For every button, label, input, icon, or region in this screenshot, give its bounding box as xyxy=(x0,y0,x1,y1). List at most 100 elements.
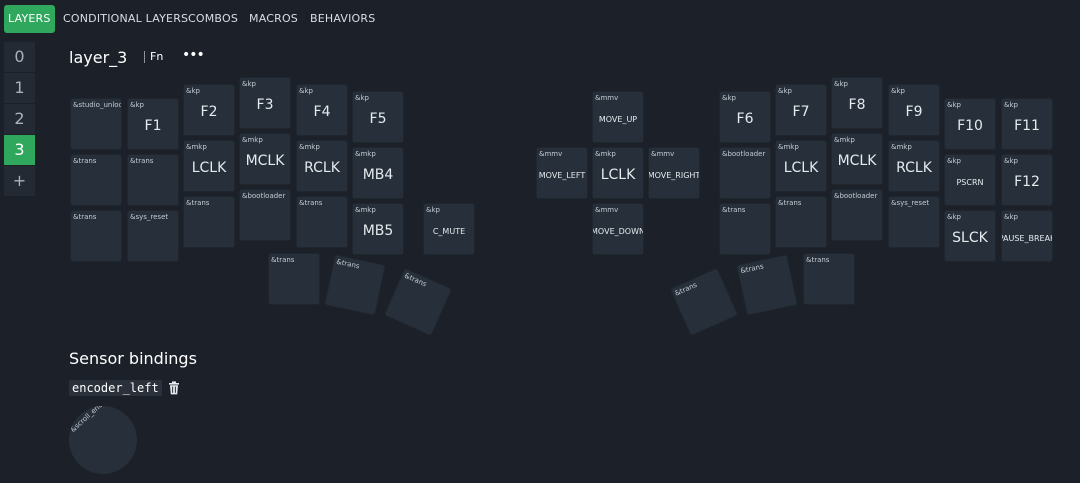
tab-macros[interactable]: MACROS xyxy=(249,12,298,25)
key-label xyxy=(325,255,384,314)
key[interactable]: &trans xyxy=(127,154,179,206)
trash-icon[interactable] xyxy=(168,381,180,395)
encoder-knob[interactable]: &scroll_encoder xyxy=(69,406,137,474)
key-label: MCLK xyxy=(837,153,877,169)
key-behavior: &trans xyxy=(722,206,746,214)
key-behavior: &bootloader xyxy=(834,192,878,200)
key-behavior: &mkp xyxy=(186,143,207,151)
sensor-bindings-title: Sensor bindings xyxy=(69,349,197,368)
key-label xyxy=(832,190,882,240)
key-behavior: &kp xyxy=(186,87,200,95)
layer-title[interactable]: layer_3 xyxy=(69,48,128,67)
encoder-binding: &scroll_encoder xyxy=(69,406,116,434)
key-label xyxy=(128,155,178,205)
key-label: F10 xyxy=(957,118,983,134)
add-layer-button[interactable]: + xyxy=(4,166,35,197)
key-behavior: &bootloader xyxy=(722,150,766,158)
tab-behaviors[interactable]: BEHAVIORS xyxy=(310,12,376,25)
key[interactable]: &trans xyxy=(70,154,122,206)
key[interactable]: &trans xyxy=(803,253,855,305)
key-behavior: &kp xyxy=(834,80,848,88)
key-behavior: &kp xyxy=(947,157,961,165)
key-behavior: &mkp xyxy=(778,143,799,151)
key[interactable]: &trans xyxy=(736,254,798,316)
key[interactable]: &trans xyxy=(324,254,386,316)
key-behavior: &mkp xyxy=(891,143,912,151)
key-label xyxy=(720,204,770,254)
key[interactable]: &trans xyxy=(183,196,235,248)
key-label xyxy=(297,197,347,247)
layer-menu-button[interactable]: ••• xyxy=(182,47,205,63)
key-behavior: &trans xyxy=(73,157,97,165)
layer-button-2[interactable]: 2 xyxy=(4,104,35,135)
key[interactable]: &sys_reset xyxy=(127,210,179,262)
key[interactable]: &trans xyxy=(268,253,320,305)
key-behavior: &mkp xyxy=(834,136,855,144)
key-behavior: &kp xyxy=(947,213,961,221)
tab-combos[interactable]: COMBOS xyxy=(188,12,239,25)
key-label xyxy=(776,197,826,247)
key[interactable]: &bootloader xyxy=(831,189,883,241)
key-label xyxy=(385,269,451,335)
tab-conditional-layers[interactable]: CONDITIONAL LAYERS xyxy=(63,12,189,25)
key-behavior: &mmv xyxy=(651,150,675,158)
key-behavior: &mkp xyxy=(595,150,616,158)
key-label: MOVE_LEFT xyxy=(538,170,586,180)
key-label xyxy=(128,211,178,261)
key[interactable]: &studio_unlock xyxy=(70,98,122,150)
key[interactable]: &bootloader xyxy=(719,147,771,199)
key[interactable]: &trans xyxy=(296,196,348,248)
layer-button-0[interactable]: 0 xyxy=(4,42,35,73)
key-behavior: &trans xyxy=(130,157,154,165)
layer-button-3[interactable]: 3 xyxy=(4,135,35,166)
key-behavior: &kp xyxy=(426,206,440,214)
tab-layers[interactable]: LAYERS xyxy=(4,5,55,33)
key[interactable]: &trans xyxy=(719,203,771,255)
key-label: MB4 xyxy=(362,167,394,183)
key-behavior: &trans xyxy=(299,199,323,207)
key[interactable]: &trans xyxy=(669,267,739,337)
layer-button-1[interactable]: 1 xyxy=(4,73,35,104)
key-label: LCLK xyxy=(783,160,819,176)
key-behavior: &kp xyxy=(722,94,736,102)
key[interactable]: &trans xyxy=(70,210,122,262)
key-label: F1 xyxy=(144,118,162,134)
key[interactable]: &sys_reset xyxy=(888,196,940,248)
key-behavior: &kp xyxy=(891,87,905,95)
key-label xyxy=(240,190,290,240)
key-label: MOVE_DOWN xyxy=(592,226,644,236)
key[interactable]: &trans xyxy=(383,267,453,337)
key-label: MB5 xyxy=(362,223,394,239)
key[interactable]: &bootloader xyxy=(239,189,291,241)
key[interactable]: &trans xyxy=(775,196,827,248)
